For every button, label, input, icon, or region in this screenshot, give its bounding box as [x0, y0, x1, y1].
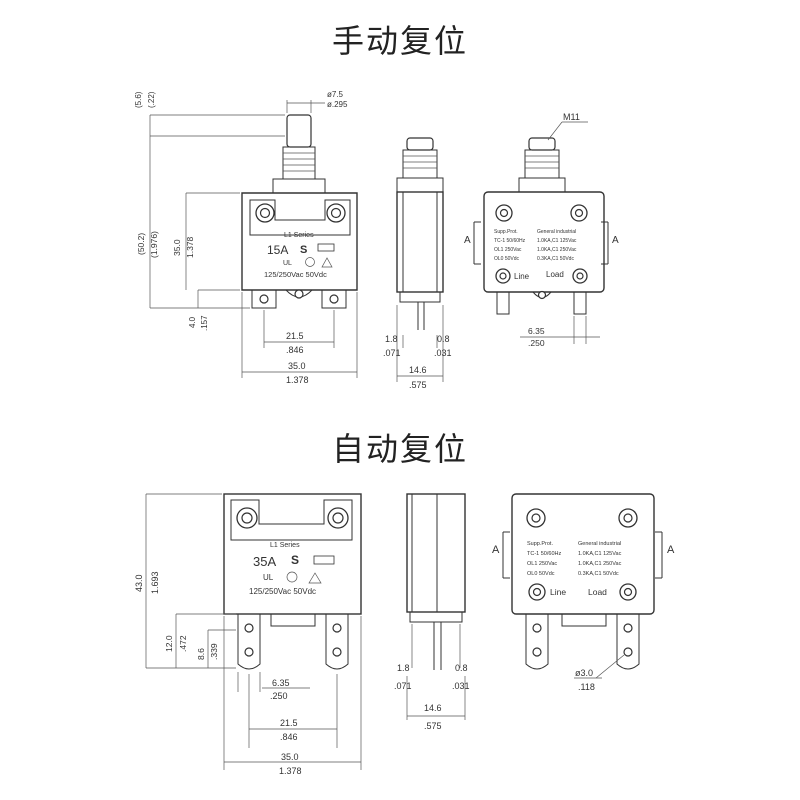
- manual-reset-title: 手动复位: [331, 22, 468, 60]
- svg-text:14.6: 14.6: [409, 365, 427, 375]
- cert-badge-icon: [313, 555, 335, 565]
- svg-text:(50.2): (50.2): [136, 233, 146, 255]
- svg-text:.071: .071: [383, 348, 401, 358]
- rating-label: 15A: [267, 243, 288, 257]
- manual-back-view: M11 Supp.Prot. TC-1 50/60Hz OL1 250Vac O…: [464, 112, 619, 348]
- svg-text:OL1 250Vac: OL1 250Vac: [527, 561, 557, 567]
- svg-text:(.22): (.22): [147, 91, 156, 108]
- svg-text:A: A: [667, 544, 675, 556]
- svg-text:A: A: [492, 544, 500, 556]
- svg-text:21.5: 21.5: [280, 718, 298, 728]
- svg-text:4.0: 4.0: [188, 316, 197, 328]
- svg-text:.472: .472: [178, 635, 188, 652]
- svg-text:TC-1 50/60Hz: TC-1 50/60Hz: [494, 238, 526, 244]
- svg-text:(1.976): (1.976): [149, 231, 159, 258]
- svg-text:21.5: 21.5: [286, 331, 304, 341]
- triangle-mark-icon: [321, 257, 333, 268]
- ce-mark-icon: [286, 571, 298, 583]
- threaded-bushing: [282, 146, 316, 180]
- svg-text:12.0: 12.0: [164, 635, 174, 652]
- svg-text:.031: .031: [434, 348, 452, 358]
- svg-text:.846: .846: [280, 732, 298, 742]
- svg-text:Load: Load: [546, 270, 564, 279]
- triangle-mark-icon: [308, 572, 322, 584]
- svg-text:6.35: 6.35: [272, 678, 290, 688]
- svg-text:Supp.Prot.: Supp.Prot.: [527, 541, 553, 547]
- ul-mark-icon: UL: [263, 573, 274, 582]
- svg-text:6.35: 6.35: [528, 326, 545, 336]
- svg-text:.118: .118: [578, 682, 595, 692]
- svg-text:0.3KA,C1 50Vdc: 0.3KA,C1 50Vdc: [578, 571, 619, 577]
- reset-button: [286, 114, 312, 148]
- svg-text:L1 Series: L1 Series: [270, 542, 300, 549]
- svg-text:OL0 50Vdc: OL0 50Vdc: [527, 571, 555, 577]
- thread-label: M11: [563, 112, 580, 122]
- svg-text:Supp.Prot.: Supp.Prot.: [494, 229, 518, 235]
- svg-text:Line: Line: [514, 272, 530, 281]
- svg-text:General industrial: General industrial: [537, 229, 576, 235]
- terminal-right: [321, 289, 347, 309]
- svg-text:ø3.0: ø3.0: [575, 668, 593, 678]
- auto-reset-title: 自动复位: [331, 430, 468, 468]
- svg-text:A: A: [464, 235, 471, 246]
- svg-text:1.378: 1.378: [279, 766, 302, 776]
- s-mark-icon: S: [291, 553, 299, 567]
- svg-text:35A: 35A: [253, 554, 276, 569]
- svg-text:.846: .846: [286, 345, 304, 355]
- svg-text:Line: Line: [550, 587, 566, 597]
- svg-text:.250: .250: [528, 338, 545, 348]
- svg-text:ø.295: ø.295: [327, 100, 348, 109]
- svg-text:35.0: 35.0: [172, 239, 182, 256]
- svg-text:A: A: [612, 235, 619, 246]
- s-mark-icon: S: [300, 244, 307, 256]
- svg-text:1.0KA,C1 125Vac: 1.0KA,C1 125Vac: [578, 551, 622, 557]
- svg-text:OL1 250Vac: OL1 250Vac: [494, 247, 522, 253]
- svg-text:.031: .031: [452, 681, 470, 691]
- svg-text:.157: .157: [200, 315, 209, 331]
- svg-text:Load: Load: [588, 587, 607, 597]
- svg-text:35.0: 35.0: [288, 361, 306, 371]
- ce-mark-icon: [305, 257, 315, 267]
- svg-text:0.8: 0.8: [437, 334, 450, 344]
- svg-text:ø7.5: ø7.5: [327, 90, 344, 99]
- svg-text:1.0KA,C1 250Vac: 1.0KA,C1 250Vac: [578, 561, 622, 567]
- svg-text:35.0: 35.0: [281, 752, 299, 762]
- svg-text:TC-1 50/60Hz: TC-1 50/60Hz: [527, 551, 561, 557]
- svg-text:1.378: 1.378: [185, 236, 195, 258]
- side-body: [396, 191, 444, 293]
- series-label: L1 Series: [284, 232, 314, 239]
- svg-text:8.6: 8.6: [196, 648, 206, 660]
- svg-text:General industrial: General industrial: [578, 541, 621, 547]
- cert-badge-icon: [317, 243, 335, 252]
- auto-front-view: L1 Series 35A S UL 125/250Vac 50Vdc 43.0…: [134, 493, 362, 776]
- svg-text:.575: .575: [409, 380, 427, 390]
- svg-text:.575: .575: [424, 721, 442, 731]
- svg-text:.071: .071: [394, 681, 412, 691]
- svg-text:OL0 50Vdc: OL0 50Vdc: [494, 256, 520, 262]
- svg-text:1.0KA,C1 125Vac: 1.0KA,C1 125Vac: [537, 238, 577, 244]
- voltage-label: 125/250Vac 50Vdc: [264, 270, 327, 279]
- manual-side-view: 1.8 .071 0.8 .031 14.6 .575: [383, 137, 452, 390]
- svg-text:0.8: 0.8: [455, 663, 468, 673]
- auto-side-body: [406, 493, 466, 613]
- svg-text:0.3KA,C1 50Vdc: 0.3KA,C1 50Vdc: [537, 256, 574, 262]
- terminal-left: [251, 289, 277, 309]
- svg-text:(5.6): (5.6): [134, 91, 143, 108]
- svg-text:1.693: 1.693: [150, 571, 160, 594]
- svg-text:1.0KA,C1 250Vac: 1.0KA,C1 250Vac: [537, 247, 577, 253]
- ul-mark-icon: UL: [283, 260, 292, 267]
- auto-side-view: 1.8 .071 0.8 .031 14.6 .575: [394, 493, 470, 731]
- svg-text:.250: .250: [270, 691, 288, 701]
- auto-back-view: Supp.Prot. TC-1 50/60Hz OL1 250Vac OL0 5…: [492, 493, 675, 692]
- svg-text:.339: .339: [209, 643, 219, 660]
- svg-text:43.0: 43.0: [134, 574, 144, 592]
- svg-text:1.8: 1.8: [397, 663, 410, 673]
- svg-text:125/250Vac 50Vdc: 125/250Vac 50Vdc: [249, 587, 316, 596]
- svg-text:1.378: 1.378: [286, 375, 309, 385]
- manual-front-view: L1 Series 15A S UL 125/250Vac 50Vdc ø7.5…: [134, 90, 358, 385]
- svg-text:14.6: 14.6: [424, 703, 442, 713]
- svg-text:1.8: 1.8: [385, 334, 398, 344]
